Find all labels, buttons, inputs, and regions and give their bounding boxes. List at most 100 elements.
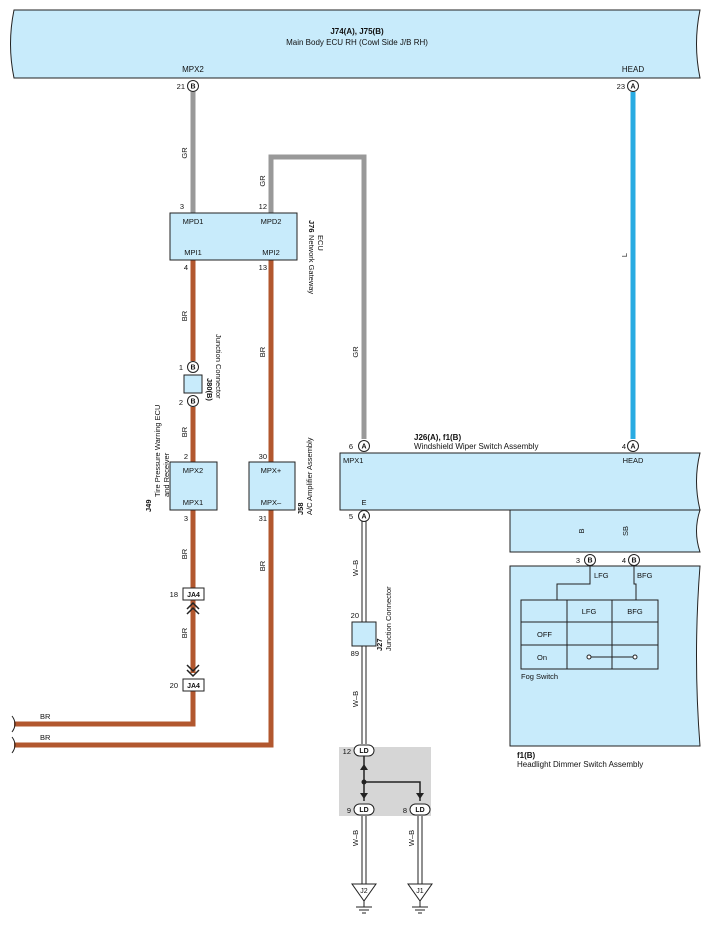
main-ecu-head-label: HEAD — [622, 65, 644, 74]
ja4-pin-bottom: 20 — [170, 681, 178, 690]
label-gr-1: GR — [180, 147, 189, 159]
fog-bfg-wire-label: BFG — [637, 571, 653, 580]
fog-table-off: OFF — [537, 630, 552, 639]
label-br-left-2: BR — [40, 733, 51, 742]
fog-table-on: On — [537, 653, 547, 662]
gateway-pin-mpi2: 13 — [259, 263, 267, 272]
gateway-name-1: Network Gateway — [307, 235, 316, 294]
tire-pressure-warning-ecu: MPX2 MPX1 2 3 J49 Tire Pressure Warning … — [144, 405, 218, 523]
j27-name: Junction Connector — [384, 586, 393, 651]
label-gr-2: GR — [258, 175, 267, 187]
fog-table-lfg: LFG — [582, 607, 597, 616]
ja4-pin-top: 18 — [170, 590, 178, 599]
main-body-ecu: J74(A), J75(B) Main Body ECU RH (Cowl Si… — [10, 9, 701, 79]
wiper-pin-head: 4 — [622, 442, 626, 451]
ld-pin-left: 9 — [347, 806, 351, 815]
j27-pin-top: 20 — [351, 611, 359, 620]
gateway-mpi2: MPI2 — [262, 248, 280, 257]
wire-labels: GR GR GR L BR BR BR BR BR BR BR BR W–B W… — [40, 147, 630, 846]
main-ecu-head-pin: 23 — [617, 82, 625, 91]
fog-conn-lfg: B — [587, 558, 592, 565]
tpw-code: J49 — [144, 499, 153, 512]
dimmer-name: Headlight Dimmer Switch Assembly — [517, 760, 643, 769]
ja4-label-top: JA4 — [187, 592, 200, 599]
wire-gr-mpd2 — [268, 154, 367, 439]
network-gateway-ecu: MPD1 MPD2 MPI1 MPI2 3 12 4 13 J76 Networ… — [169, 202, 325, 294]
wiper-conn-mpx1: A — [361, 444, 366, 451]
pin-markers: B 21 A 23 B B A A A B B — [177, 80, 640, 566]
main-ecu-head-conn: A — [630, 84, 635, 91]
ac-pin-top: 30 — [259, 452, 267, 461]
label-l: L — [620, 253, 629, 257]
wire-br-left-1 — [14, 691, 196, 727]
j80-conn-top: B — [190, 365, 195, 372]
fog-wire-lfg — [556, 566, 591, 600]
gateway-code: J76 — [307, 220, 316, 233]
wire-break-2 — [11, 736, 16, 754]
main-ecu-mpx2-pin: 21 — [177, 82, 185, 91]
main-ecu-name: Main Body ECU RH (Cowl Side J/B RH) — [286, 38, 428, 47]
tpw-pin-bottom: 3 — [184, 514, 188, 523]
j80-pin-top: 1 — [179, 363, 183, 372]
ld-junction-block: LD 12 LD 9 LD 8 — [339, 744, 431, 816]
ac-mpxp: MPX+ — [261, 466, 282, 475]
gateway-pin-mpi1: 4 — [184, 263, 188, 272]
label-wb-1: W–B — [351, 560, 360, 576]
label-wb-4: W–B — [407, 830, 416, 846]
gateway-pin-mpd1: 3 — [180, 202, 184, 211]
wiper-conn-head: A — [630, 444, 635, 451]
label-br-6: BR — [258, 560, 267, 571]
gateway-name-2: ECU — [316, 235, 325, 251]
fog-wire-bfg — [633, 566, 637, 600]
ground-j2: J2 — [351, 883, 377, 914]
label-wb-3: W–B — [351, 830, 360, 846]
ld-label-right: LD — [415, 807, 424, 814]
label-br-1: BR — [180, 310, 189, 321]
label-wb-2: W–B — [351, 691, 360, 707]
j80-code: J80(B) — [205, 378, 214, 401]
wiper-e: E — [361, 498, 366, 507]
ac-name: A/C Amplifier Assembly — [305, 437, 314, 515]
ld-pin-right: 8 — [403, 806, 407, 815]
wiper-name: Windshield Wiper Switch Assembly — [414, 442, 538, 451]
j27-pin-bottom: 89 — [351, 649, 359, 658]
wiper-switch-assembly: J26(A), f1(B) Windshield Wiper Switch As… — [339, 433, 701, 553]
fog-switch-table: LFG BFG OFF On — [520, 599, 659, 670]
j80-junction-connector: 1 2 J80(B) Junction Connector — [179, 334, 223, 407]
ja4-connector: JA4 18 JA4 20 — [170, 587, 205, 692]
wiper-head: HEAD — [623, 456, 644, 465]
j80-pin-bottom: 2 — [179, 398, 183, 407]
label-gr-3: GR — [351, 346, 360, 358]
ja4-arrow-bottom — [186, 664, 200, 678]
ground-j1-label: J1 — [416, 888, 424, 895]
main-ecu-mpx2-label: MPX2 — [182, 65, 204, 74]
ac-amplifier-assembly: MPX+ MPX– 30 31 J58 A/C Amplifier Assemb… — [248, 437, 314, 523]
main-ecu-code: J74(A), J75(B) — [330, 27, 384, 36]
fog-table-bfg: BFG — [627, 607, 643, 616]
j80-name: Junction Connector — [214, 334, 223, 399]
label-sb: SB — [621, 526, 630, 536]
ja4-label-bottom: JA4 — [187, 683, 200, 690]
fog-pin-lfg: 3 — [576, 556, 580, 565]
tpw-pin-top: 2 — [184, 452, 188, 461]
ld-label-left: LD — [359, 807, 368, 814]
tpw-name-1: Tire Pressure Warning ECU — [153, 405, 162, 497]
ac-pin-bottom: 31 — [259, 514, 267, 523]
ld-pin-top: 12 — [343, 747, 351, 756]
main-ecu-mpx2-conn: B — [190, 84, 195, 91]
gateway-pin-mpd2: 12 — [259, 202, 267, 211]
j27-junction-connector: 20 89 J27 Junction Connector — [351, 586, 393, 658]
label-br-2: BR — [180, 426, 189, 437]
headlight-dimmer-switch: 3 4 LFG BFG LFG BFG OFF On Fog Switch f1… — [509, 556, 701, 769]
wiper-conn-e: A — [361, 514, 366, 521]
wire-break-1 — [11, 715, 16, 733]
fog-conn-bfg: B — [631, 558, 636, 565]
tpw-mpx1: MPX1 — [183, 498, 203, 507]
ground-j2-label: J2 — [360, 888, 368, 895]
fog-lfg-wire-label: LFG — [594, 571, 609, 580]
fog-switch-name: Fog Switch — [521, 672, 558, 681]
ground-j1: J1 — [407, 883, 433, 914]
ac-mpxm: MPX– — [261, 498, 282, 507]
label-br-3: BR — [180, 548, 189, 559]
ld-label-top: LD — [359, 748, 368, 755]
